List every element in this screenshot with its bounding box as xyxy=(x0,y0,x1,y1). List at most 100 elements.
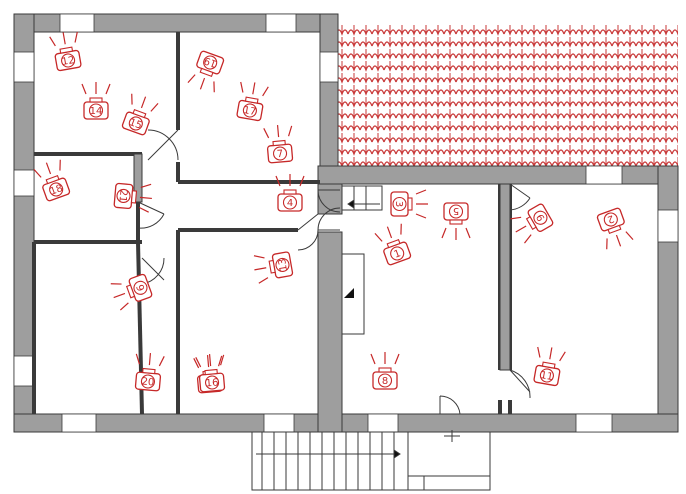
windows xyxy=(13,13,679,433)
camera-marker: 6 xyxy=(110,273,153,311)
camera-view-rays xyxy=(110,283,129,311)
camera-marker: 7 xyxy=(263,125,294,164)
camera-viewfinder xyxy=(386,238,401,249)
camera-lens xyxy=(533,210,548,225)
camera-viewfinder xyxy=(199,67,214,78)
camera-number: 14 xyxy=(90,106,103,117)
camera-number: 5 xyxy=(453,205,459,216)
camera-lens xyxy=(133,280,148,295)
fireplace xyxy=(341,253,365,335)
camera-marker: 4 xyxy=(275,174,305,212)
camera-viewfinder xyxy=(59,46,74,54)
camera-lens xyxy=(204,375,220,390)
camera-viewfinder xyxy=(525,216,537,230)
camera-number: 3 xyxy=(393,201,404,207)
camera-marker: 5 xyxy=(441,202,471,240)
camera-number: 16 xyxy=(205,377,219,389)
camera-number: 2 xyxy=(606,212,616,225)
camera-view-rays xyxy=(374,223,402,242)
camera-view-rays xyxy=(370,352,400,365)
exterior-stairs xyxy=(251,430,491,491)
camera-marker: 3 xyxy=(390,189,428,219)
camera-view-rays xyxy=(33,159,61,178)
camera-number: 20 xyxy=(141,376,155,388)
camera-number: 8 xyxy=(382,376,388,387)
camera-lens xyxy=(275,257,290,272)
camera-lens xyxy=(377,373,393,388)
camera-view-rays xyxy=(49,31,78,47)
inner-steps xyxy=(341,185,383,211)
camera-number: 4 xyxy=(287,198,293,209)
camera-marker: 15 xyxy=(121,93,159,136)
camera-marker: 18 xyxy=(33,159,71,202)
camera-view-rays xyxy=(240,81,269,97)
camera-view-rays xyxy=(606,231,634,250)
camera-viewfinder xyxy=(541,361,556,369)
camera-viewfinder xyxy=(449,219,463,225)
camera-lens xyxy=(88,103,104,118)
camera-marker: 17 xyxy=(236,81,269,122)
camera-viewfinder xyxy=(204,368,218,376)
camera-view-rays xyxy=(138,183,152,213)
camera-number: 18 xyxy=(49,183,65,198)
camera-number: 21 xyxy=(116,189,128,203)
camera-marker: 16 xyxy=(195,354,226,393)
doors xyxy=(137,129,531,415)
camera-view-rays xyxy=(253,255,269,284)
camera-number: 1 xyxy=(393,248,403,261)
camera-viewfinder xyxy=(142,367,156,375)
camera-number: 12 xyxy=(61,55,75,68)
camera-lens xyxy=(116,188,131,204)
camera-view-rays xyxy=(537,346,566,362)
camera-marker: 19 xyxy=(187,50,225,93)
roof-tiles xyxy=(338,24,678,176)
camera-lens xyxy=(603,212,618,227)
camera-view-rays xyxy=(415,189,428,219)
camera-lens xyxy=(272,146,288,161)
camera-number: 17 xyxy=(243,105,257,118)
camera-view-rays xyxy=(135,353,165,367)
camera-lens xyxy=(282,195,298,210)
camera-lens xyxy=(203,55,218,70)
camera-viewfinder xyxy=(132,108,147,119)
camera-marker: 12 xyxy=(49,31,82,72)
camera-marker: 21 xyxy=(113,182,152,213)
camera-view-rays xyxy=(195,354,225,368)
camera-marker: 2 xyxy=(596,207,634,250)
camera-view-rays xyxy=(275,174,305,187)
camera-markers: 123456789101112131415161718192021 xyxy=(33,31,634,394)
camera-lens xyxy=(242,103,257,118)
camera-viewfinder xyxy=(89,97,103,103)
camera-view-rays xyxy=(263,125,293,139)
camera-viewfinder xyxy=(407,197,413,211)
camera-number: 6 xyxy=(135,283,148,293)
camera-viewfinder xyxy=(45,174,60,185)
camera-number: 19 xyxy=(203,54,219,69)
camera-viewfinder xyxy=(268,259,276,274)
camera-view-rays xyxy=(81,82,111,95)
camera-marker: 14 xyxy=(81,82,111,120)
camera-viewfinder xyxy=(130,190,138,204)
camera-viewfinder xyxy=(244,96,259,104)
camera-marker: 1 xyxy=(374,223,412,266)
camera-marker: 9 xyxy=(510,203,554,244)
camera-number: 13 xyxy=(277,258,290,272)
camera-viewfinder xyxy=(283,189,297,195)
camera-view-rays xyxy=(510,216,532,244)
camera-marker: 8 xyxy=(370,352,400,390)
camera-lens xyxy=(140,374,156,389)
camera-viewfinder xyxy=(125,284,136,299)
camera-lens xyxy=(49,182,64,197)
camera-lens xyxy=(539,368,554,383)
camera-lens xyxy=(448,204,464,219)
camera-number: 15 xyxy=(128,117,144,132)
camera-lens xyxy=(390,246,405,261)
camera-view-rays xyxy=(441,227,471,240)
camera-lens xyxy=(61,53,76,68)
camera-lens xyxy=(392,196,407,212)
camera-viewfinder xyxy=(272,139,286,147)
camera-viewfinder xyxy=(607,224,622,235)
camera-number: 9 xyxy=(535,212,548,223)
camera-view-rays xyxy=(193,355,223,369)
